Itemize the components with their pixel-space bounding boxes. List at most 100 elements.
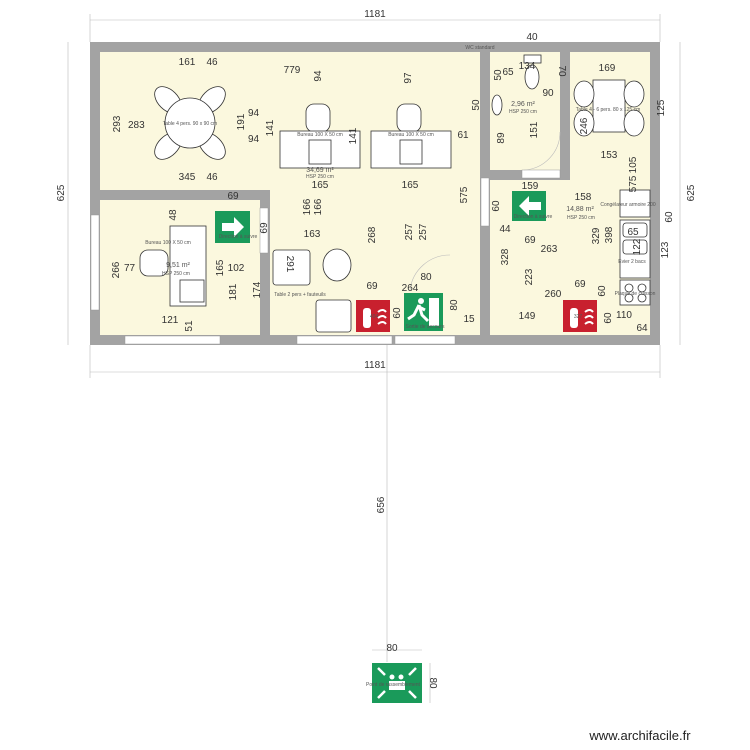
dim: 60 (392, 307, 403, 319)
dim: 169 (599, 63, 616, 74)
hob-label: Plaque de cuisson (615, 291, 656, 297)
dim-assembly-distance: 656 (376, 496, 387, 513)
dim: 60 (597, 285, 608, 297)
dim: 46 (206, 172, 218, 183)
dim: 260 (545, 289, 562, 300)
dim: 134 (519, 61, 536, 72)
furniture: Table 4 pers. 90 x 90 cm Bureau 100 X 50… (139, 54, 656, 333)
dim: 174 (252, 281, 263, 298)
main-height: HSP 250 cm (306, 174, 334, 180)
assembly-label: Point de rassemblement (366, 682, 421, 688)
dim: 90 (542, 88, 554, 99)
room-wc (490, 52, 560, 170)
round-table (164, 97, 216, 149)
dim-right-height: 625 (686, 184, 697, 201)
dim: 61 (457, 130, 469, 141)
freezer-label: Congélateur armoire 200 (600, 202, 656, 208)
assembly-height: 80 (427, 677, 438, 689)
dim: 163 (304, 229, 321, 240)
dim: 94 (248, 108, 260, 119)
direction-sign-left: Direction à suivre (512, 191, 553, 221)
dim: 166 (313, 198, 324, 215)
exit-label: Sortie de secours (406, 324, 445, 330)
assembly-width: 80 (386, 643, 398, 654)
dim: 60 (664, 211, 675, 223)
dim: 153 (601, 150, 618, 161)
dim: 65 (502, 67, 514, 78)
dim: 50 (493, 69, 504, 81)
table6-label: Table 4 - 6 pers. 80 x 125 cm (576, 107, 640, 113)
dim: 159 (522, 181, 539, 192)
main-area: 34,69 m² (306, 167, 334, 174)
dim: 328 (500, 248, 511, 265)
extinguisher-2-label: 327 (574, 314, 583, 320)
dim: 51 (184, 320, 195, 332)
room-labels: 34,69 m² HSP 250 cm 9,51 m² HSP 250 cm 2… (162, 101, 595, 277)
dim: 94 (313, 70, 324, 82)
dim: 46 (206, 57, 218, 68)
dim: 165 (402, 180, 419, 191)
overall-dimensions: 1181 1181 625 625 40 656 (56, 9, 697, 662)
dim: 141 (265, 119, 276, 136)
dim: 105 (628, 156, 639, 173)
dim-left-height: 625 (56, 184, 67, 201)
fire-extinguisher-sign-1: 404 (356, 300, 390, 332)
dim: 293 (112, 115, 123, 132)
dim: 268 (367, 226, 378, 243)
dim: 110 (616, 310, 632, 321)
dim: 291 (284, 256, 295, 273)
dim: 329 (591, 227, 602, 244)
dir1-label: Direction à suivre (219, 234, 258, 240)
dim: 121 (162, 315, 179, 326)
emergency-exit-sign: Sortie de secours (404, 293, 445, 331)
assembly-point-sign: 80 80 Point de rassemblement (366, 643, 438, 703)
dim: 77 (124, 263, 136, 274)
dim: 48 (168, 209, 179, 221)
dim: 123 (660, 241, 671, 258)
dim: 97 (403, 72, 414, 84)
dim: 161 (179, 57, 196, 68)
dim: 398 (604, 226, 615, 243)
dim: 50 (471, 99, 482, 111)
table2-label: Table 2 pers + fauteuils (274, 292, 326, 298)
dim-top-width: 1181 (364, 9, 386, 20)
dir2-label: Direction à suivre (514, 214, 553, 220)
dim: 345 (179, 172, 196, 183)
dim: 223 (524, 268, 535, 285)
kitchen-height: HSP 250 cm (567, 215, 595, 221)
dim: 69 (227, 191, 239, 202)
dim-bottom-width: 1181 (364, 360, 386, 371)
kitchen-area: 14,88 m² (566, 206, 594, 213)
sink-label: Evier 2 bacs (618, 259, 646, 265)
signs: Direction à suivre Direction à suivre So… (215, 191, 597, 703)
freezer (619, 189, 651, 218)
dim: 264 (402, 283, 419, 294)
dim: 149 (519, 311, 536, 322)
dim: 779 (284, 65, 301, 76)
dim: 80 (420, 272, 432, 283)
dim: 122 (632, 238, 643, 255)
kitchen-table (592, 79, 626, 133)
dim: 158 (575, 192, 592, 203)
dimension-labels: 161 46 779 94 97 293 283 191 94 94 141 1… (111, 57, 675, 334)
watermark: www.archifacile.fr (588, 728, 691, 743)
wc-area: 2,96 m² (511, 101, 535, 108)
dim: 94 (248, 134, 260, 145)
fire-extinguisher-sign-2: 327 (563, 300, 597, 332)
dim: 191 (236, 113, 247, 130)
dim: 263 (541, 244, 558, 255)
dim: 64 (636, 323, 648, 334)
dim: 246 (579, 117, 590, 134)
desk3-label: Bureau 100 X 50 cm (145, 240, 191, 246)
dim-top-small: 40 (526, 32, 538, 43)
dim: 166 (302, 198, 313, 215)
dim: 69 (524, 235, 536, 246)
dim: 165 (215, 259, 226, 276)
dim: 89 (496, 132, 507, 144)
table4-label: Table 4 pers. 90 x 90 cm (163, 121, 217, 127)
dim: 266 (111, 261, 122, 278)
dim: 69 (574, 279, 586, 290)
desk1-label: Bureau 100 X 50 cm (297, 132, 343, 138)
dim: 283 (128, 120, 145, 131)
office-area: 9,51 m² (166, 262, 190, 269)
